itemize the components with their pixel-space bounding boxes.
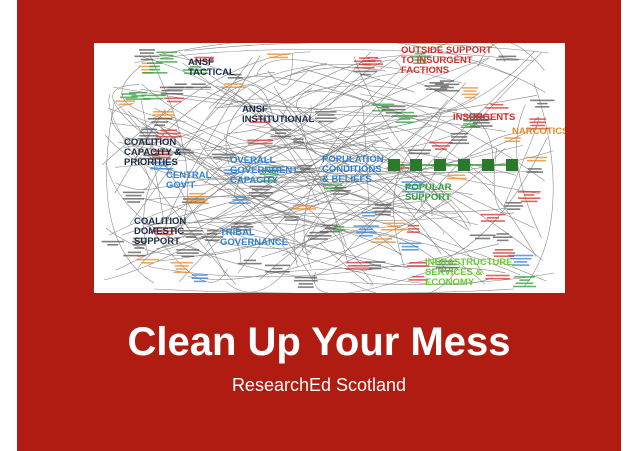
- slide-background: ANSF TACTICAL ANSF INSTITUTIONAL COALITI…: [17, 0, 621, 451]
- region-label-narcotics: NARCOTICS: [512, 126, 565, 137]
- slide-subtitle: ResearchEd Scotland: [231, 375, 407, 395]
- region-label-infrastructure: INFRASTRUCTURE, SERVICES & ECONOMY: [425, 257, 516, 288]
- region-label-coalition-domestic-support: COALITION DOMESTIC SUPPORT: [134, 216, 187, 247]
- region-label-coalition-capacity: COALITION CAPACITY & PRIORITIES: [124, 137, 182, 168]
- region-label-ansf-institutional: ANSF INSTITUTIONAL: [242, 104, 315, 125]
- popular-support-flow-chain: [388, 159, 518, 171]
- region-label-outside-support: OUTSIDE SUPPORT TO INSURGENT FACTIONS: [401, 45, 492, 76]
- region-label-overall-government-capacity: OVERALL GOVERNMENT CAPACITY: [230, 155, 299, 186]
- region-label-tribal-governance: TRIBAL GOVERNANCE: [220, 227, 289, 248]
- region-label-central-govt: CENTRAL GOV'T: [166, 170, 212, 191]
- diagram-image: ANSF TACTICAL ANSF INSTITUTIONAL COALITI…: [94, 43, 565, 293]
- connector-lines: [101, 43, 555, 293]
- connector-web: [101, 43, 555, 293]
- region-label-ansf-tactical: ANSF TACTICAL: [188, 57, 235, 78]
- region-label-insurgents: INSURGENTS: [453, 112, 516, 123]
- region-label-popular-support: POPULAR SUPPORT: [405, 182, 452, 203]
- region-label-population-conditions: POPULATION CONDITIONS & BELIEFS: [322, 154, 384, 185]
- node-text-blobs: [101, 49, 555, 288]
- slide-title: Clean Up Your Mess: [127, 320, 511, 364]
